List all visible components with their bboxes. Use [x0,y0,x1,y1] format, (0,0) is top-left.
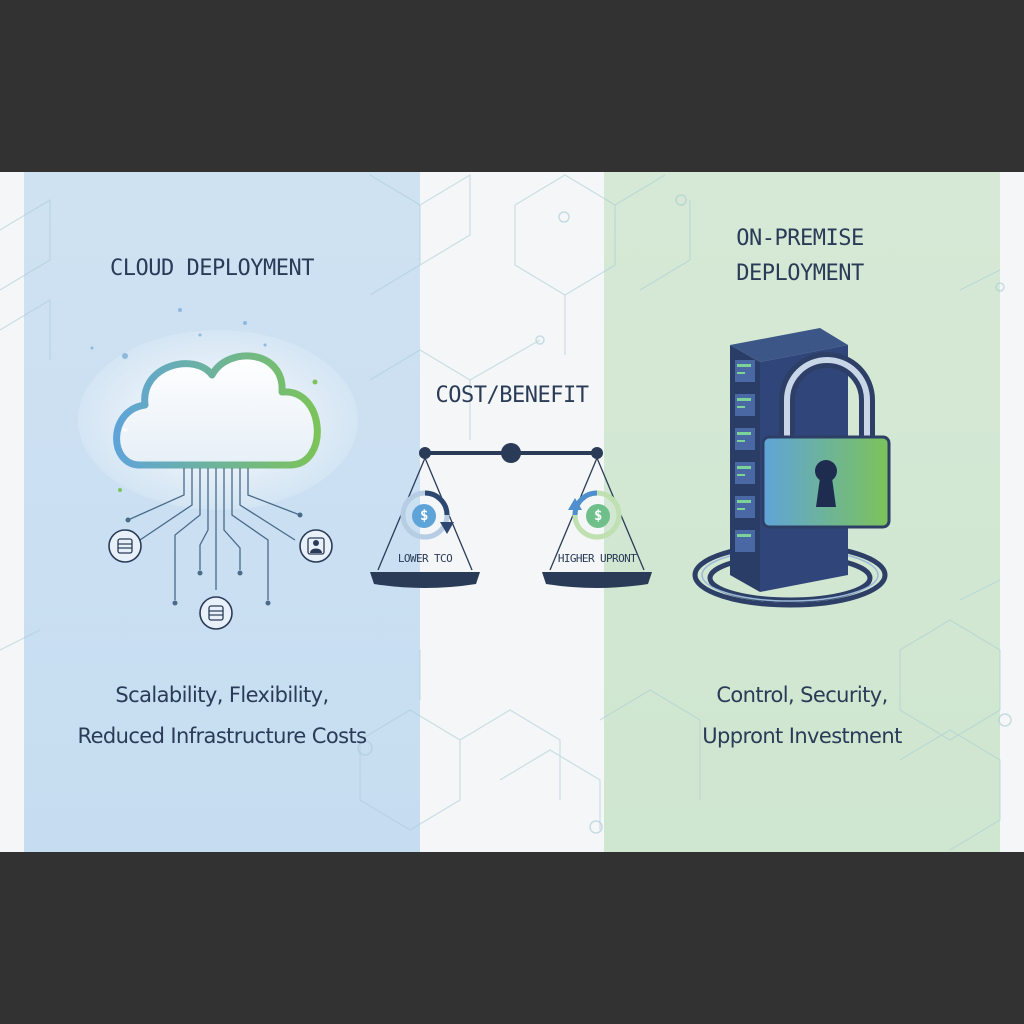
database-icon [108,529,142,563]
dollar-icon-right [568,490,622,540]
right-coin-symbol: $ [594,508,602,524]
left-pan-label: LOWER TCO [397,552,453,565]
left-coin-symbol: $ [420,508,428,524]
cloud-icon [113,352,321,469]
balance-title: COST/BENEFIT [435,383,589,408]
database-icon-bottom [199,596,233,630]
dollar-icon [400,490,454,540]
cloud-panel [24,172,420,852]
letterbox-top [0,0,1024,172]
padlock-icon [761,352,891,529]
letterbox-bottom [0,852,1024,1024]
onprem-title-line2: DEPLOYMENT [736,261,864,286]
onprem-desc-line1: Control, Security, [716,683,888,707]
onprem-title-line1: ON-PREMISE [736,226,864,251]
cloud-desc-line2: Reduced Infrastructure Costs [77,724,367,748]
user-icon [299,529,333,563]
right-pan-label: HIGHER UPRONT [557,552,637,565]
cloud-title: CLOUD DEPLOYMENT [110,256,314,281]
onprem-desc-line2: Uppront Investment [702,724,902,748]
cloud-desc-line1: Scalability, Flexibility, [115,683,329,707]
